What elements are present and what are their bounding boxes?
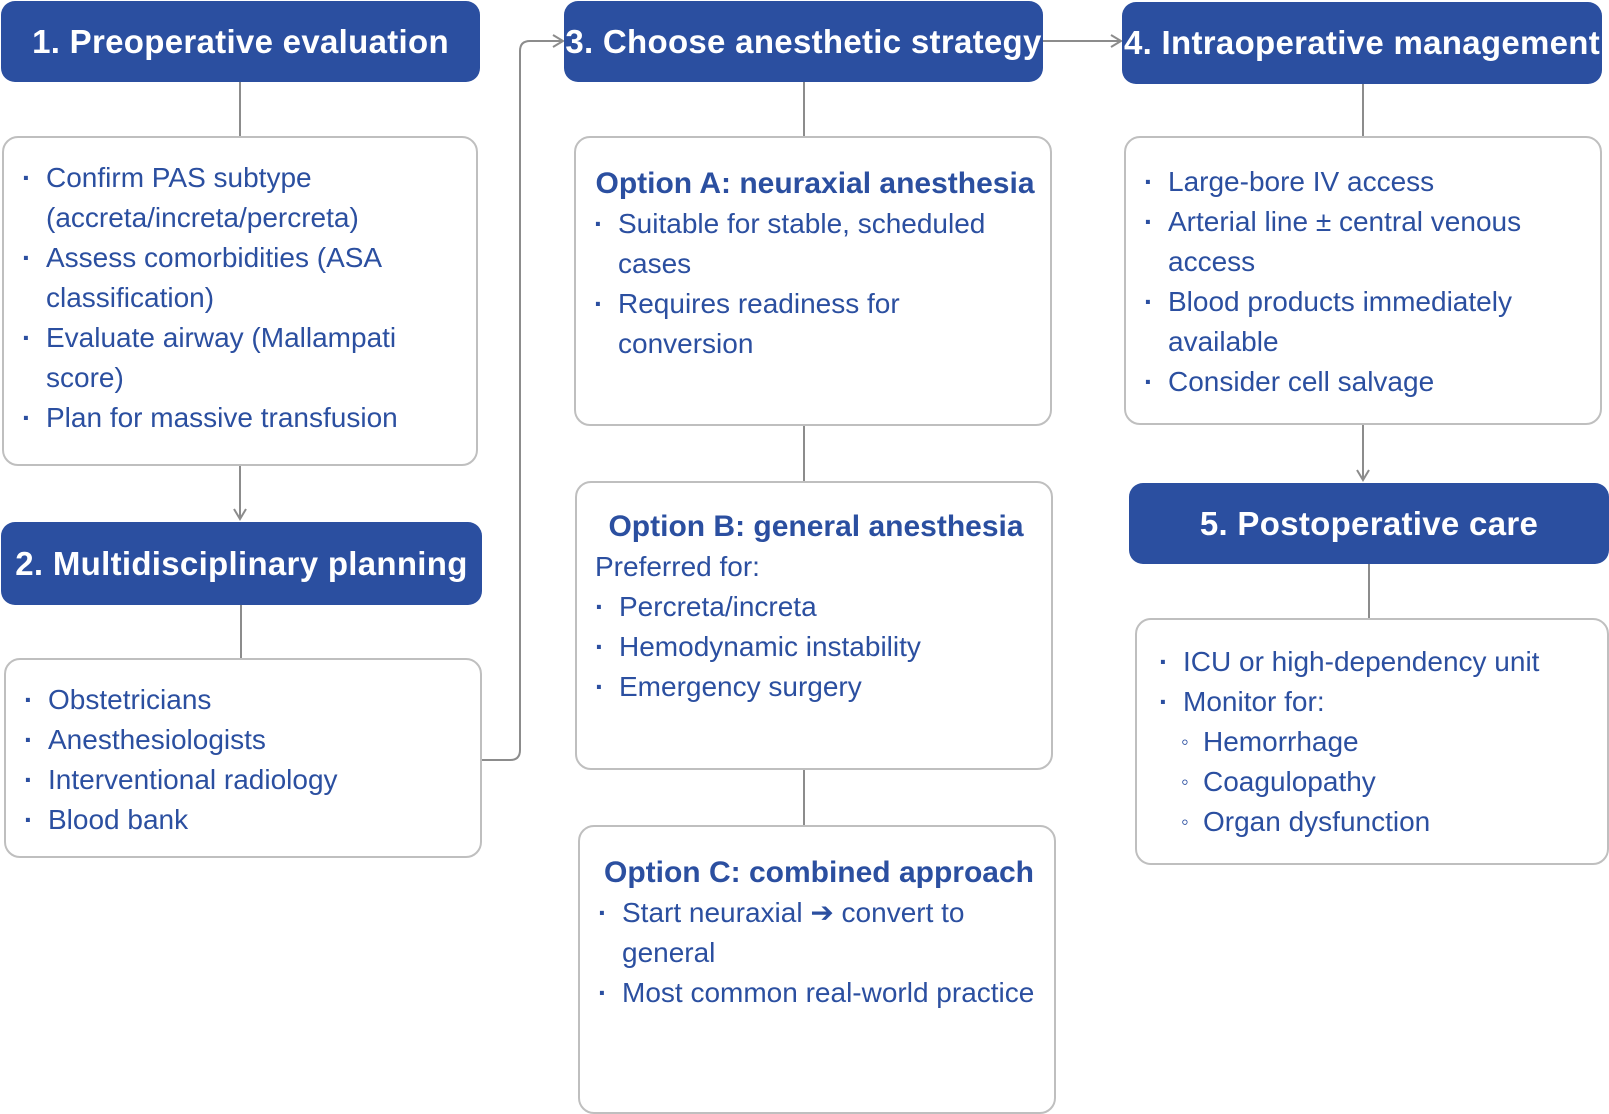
step5-box: ICU or high-dependency unit Monitor for:… [1135,618,1609,865]
step5-header: 5. Postoperative care [1129,483,1609,564]
list-item: Consider cell salvage [1144,362,1586,402]
list-item: Most common real-world practice [598,973,1040,1013]
step2-box: Obstetricians Anesthesiologists Interven… [4,658,482,858]
step4-list: Large-bore IV access Arterial line ± cen… [1144,162,1586,402]
list-item: Blood products immediately available [1144,282,1586,362]
list-item: Arterial line ± central venous access [1144,202,1586,282]
connector-step2-to-step3 [482,34,565,761]
step1-box: Confirm PAS subtype (accreta/increta/per… [2,136,478,466]
step5-list: ICU or high-dependency unit Monitor for:… [1159,642,1593,842]
list-item: Monitor for: [1159,682,1593,722]
sub-list-item: Coagulopathy [1159,762,1593,802]
step4-box: Large-bore IV access Arterial line ± cen… [1124,136,1602,425]
option-c-title: Option C: combined approach [603,856,1034,889]
list-item: Confirm PAS subtype (accreta/increta/per… [22,158,462,238]
step1-header: 1. Preoperative evaluation [1,1,480,82]
list-item: Assess comorbidities (ASA classification… [22,238,462,318]
option-c-box: Option C: combined approach Start neurax… [578,825,1056,1114]
option-b-list: Percreta/increta Hemodynamic instability… [595,587,1037,707]
list-item: Blood bank [24,800,466,840]
list-item: Plan for massive transfusion [22,398,462,438]
list-item: Suitable for stable, scheduled cases [594,204,1036,284]
option-b-box: Option B: general anesthesia Preferred f… [575,481,1053,770]
list-item: Requires readiness for conversion [594,284,1036,364]
option-c-list: Start neuraxial ➔ convert to general Mos… [598,893,1040,1013]
list-item: Large-bore IV access [1144,162,1586,202]
list-item: Anesthesiologists [24,720,466,760]
option-a-title: Option A: neuraxial anesthesia [595,167,1035,200]
step4-header: 4. Intraoperative management [1122,2,1602,84]
list-item: Start neuraxial ➔ convert to general [598,893,1040,973]
option-a-list: Suitable for stable, scheduled cases Req… [594,204,1036,364]
list-item: Obstetricians [24,680,466,720]
list-item: Emergency surgery [595,667,1037,707]
list-item: Interventional radiology [24,760,466,800]
option-b-lead: Preferred for: [595,551,760,582]
sub-list-item: Hemorrhage [1159,722,1593,762]
list-item: ICU or high-dependency unit [1159,642,1593,682]
option-a-box: Option A: neuraxial anesthesia Suitable … [574,136,1052,426]
list-item: Percreta/increta [595,587,1037,627]
list-item: Hemodynamic instability [595,627,1037,667]
step3-header: 3. Choose anesthetic strategy [564,1,1043,82]
sub-list-item: Organ dysfunction [1159,802,1593,842]
step2-list: Obstetricians Anesthesiologists Interven… [24,680,466,840]
list-item: Evaluate airway (Mallampati score) [22,318,462,398]
option-b-title: Option B: general anesthesia [608,510,1024,543]
step2-header: 2. Multidisciplinary planning [1,522,482,605]
step1-list: Confirm PAS subtype (accreta/increta/per… [22,158,462,438]
